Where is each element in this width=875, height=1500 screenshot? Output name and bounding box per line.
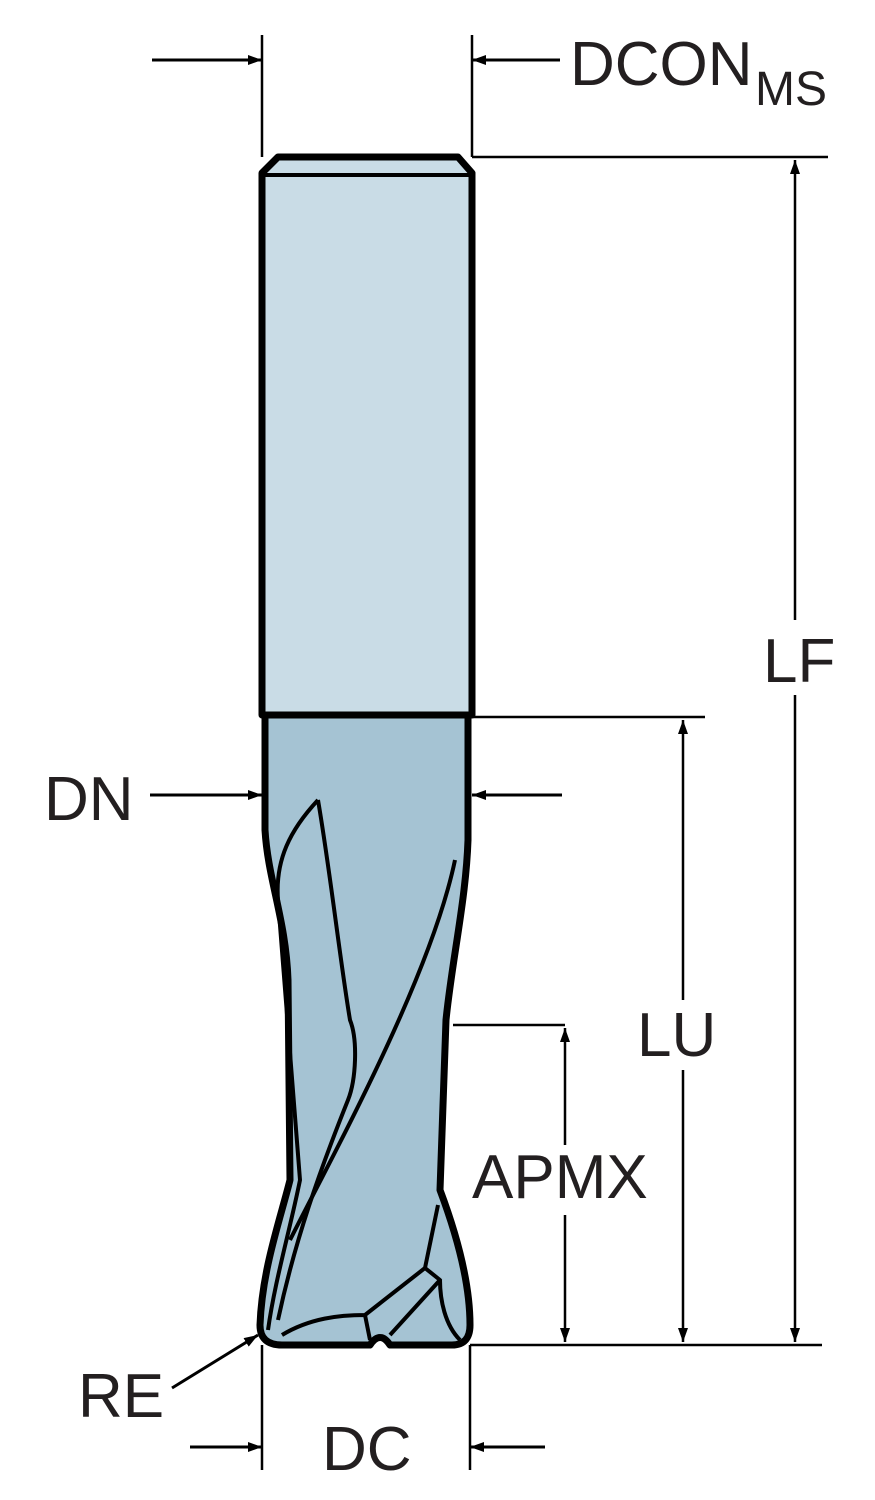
flute-edge (266, 798, 320, 1331)
flute-edge (276, 799, 358, 1321)
dn-label: DN (44, 765, 134, 834)
flute-edge (288, 859, 457, 1241)
tool-flute-body (256, 711, 474, 1349)
lu-label: LU (637, 1001, 716, 1070)
dcon-subscript: MS (755, 63, 827, 116)
tool-shank (258, 153, 476, 719)
dcon-label: DCON (570, 30, 753, 99)
lf-label: LF (763, 627, 835, 696)
apmx-label: APMX (472, 1143, 648, 1212)
dc-label: DC (322, 1415, 412, 1484)
re-leader-arrow (171, 1333, 259, 1390)
re-label: RE (78, 1362, 164, 1431)
flute-edge (280, 1204, 462, 1342)
